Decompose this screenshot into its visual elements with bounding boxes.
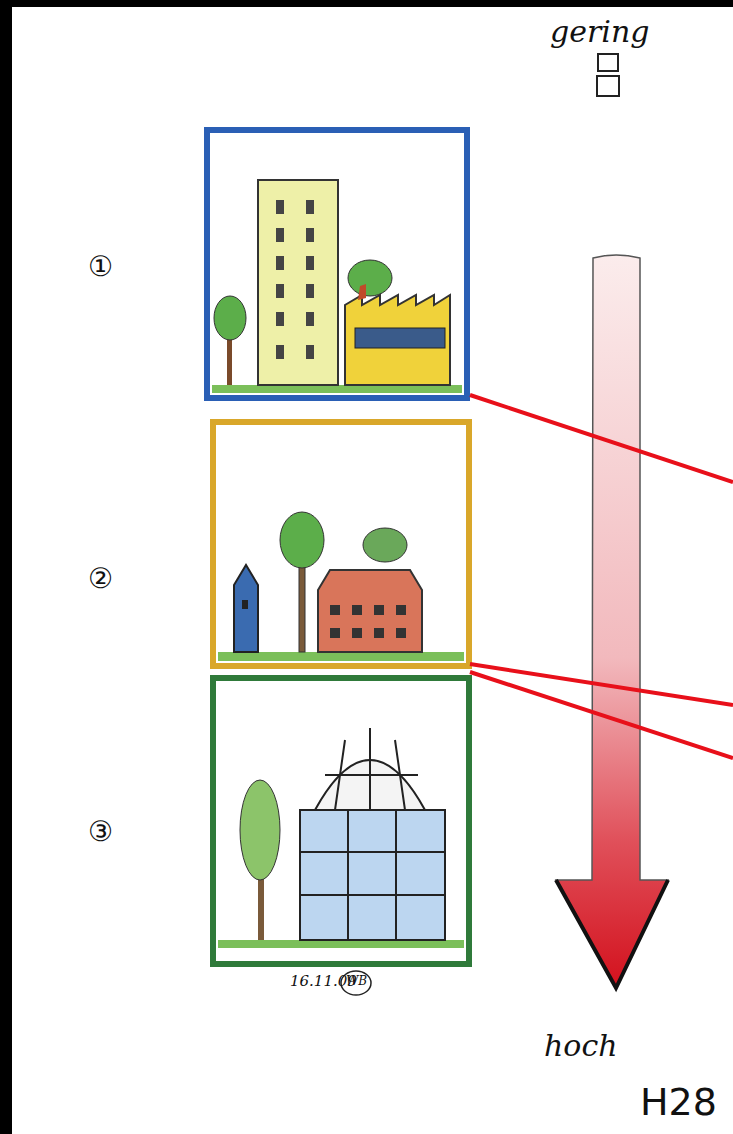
page-code: H28 [640, 1080, 717, 1124]
callout-number: ③ [88, 815, 113, 848]
frame-1 [207, 130, 467, 398]
frame-3 [213, 678, 469, 964]
callout-number: ① [88, 250, 113, 283]
frame-2 [213, 422, 469, 666]
top-border [0, 0, 733, 7]
signature-initials: WB [346, 974, 367, 988]
scale-arrow [556, 255, 668, 988]
left-border [0, 0, 12, 1134]
callout-number: ② [88, 562, 113, 595]
arrow-head-outline [556, 880, 668, 988]
leader-line [470, 395, 733, 482]
scale-label: hoch [544, 1028, 618, 1063]
small-square [597, 76, 619, 96]
leader-line [470, 672, 733, 758]
small-square [598, 54, 618, 71]
scale-label: gering [550, 14, 649, 49]
